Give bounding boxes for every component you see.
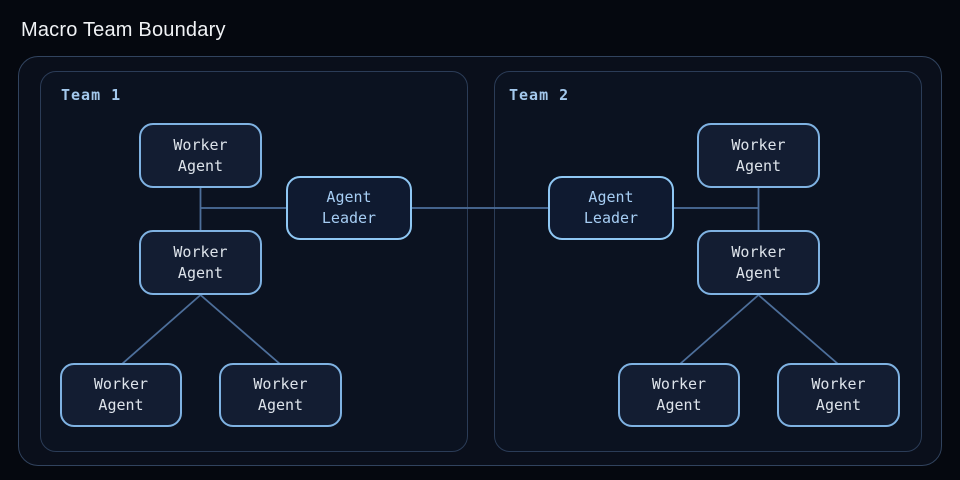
t1-worker-agent-middle: Worker Agent xyxy=(139,230,262,295)
t2-worker-agent-bottom-left: Worker Agent xyxy=(618,363,740,427)
t2-agent-leader: Agent Leader xyxy=(548,176,674,240)
node-label: Agent Leader xyxy=(583,188,639,227)
team-2-label: Team 2 xyxy=(509,86,570,104)
node-label: Worker Agent xyxy=(253,375,308,414)
node-label: Agent Leader xyxy=(321,188,377,227)
t1-worker-agent-bottom-right: Worker Agent xyxy=(219,363,342,427)
node-label: Worker Agent xyxy=(731,242,786,282)
t1-agent-leader: Agent Leader xyxy=(286,176,412,240)
t1-worker-agent-top: Worker Agent xyxy=(139,123,262,188)
node-label: Worker Agent xyxy=(811,375,866,414)
t2-worker-agent-bottom-right: Worker Agent xyxy=(777,363,900,427)
team-1-label: Team 1 xyxy=(61,86,122,104)
t2-worker-agent-top: Worker Agent xyxy=(697,123,820,188)
t2-worker-agent-middle: Worker Agent xyxy=(697,230,820,295)
page-title: Macro Team Boundary xyxy=(21,19,226,41)
node-label: Worker Agent xyxy=(731,135,786,175)
node-label: Worker Agent xyxy=(93,375,149,414)
node-label: Worker Agent xyxy=(651,375,707,414)
node-label: Worker Agent xyxy=(173,242,228,282)
node-label: Worker Agent xyxy=(173,135,228,175)
t1-worker-agent-bottom-left: Worker Agent xyxy=(60,363,182,427)
